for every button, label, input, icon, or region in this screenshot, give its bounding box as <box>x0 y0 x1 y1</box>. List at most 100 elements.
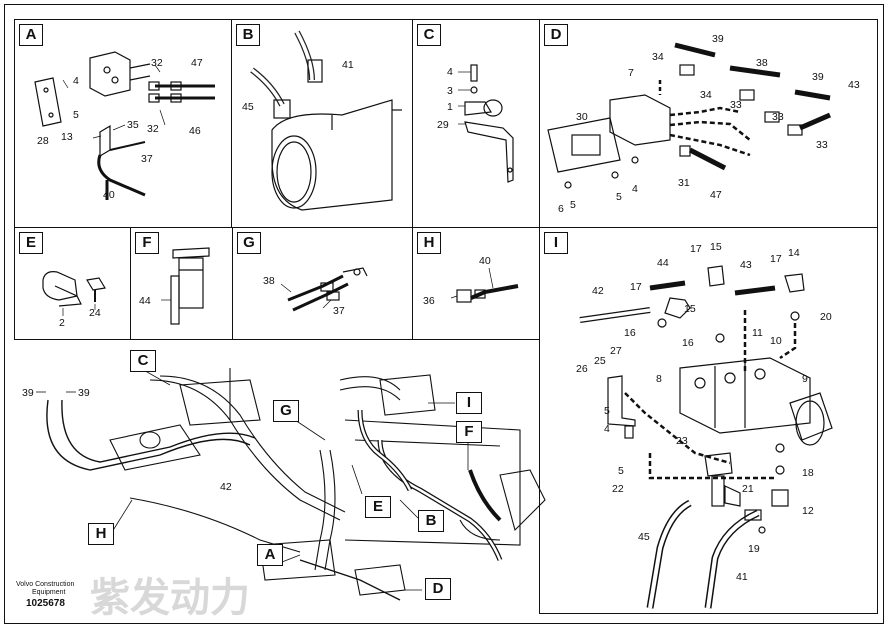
part-label: 4 <box>73 75 79 87</box>
panel-b-drawing: 41 45 <box>242 30 402 211</box>
part-label: 13 <box>61 131 73 143</box>
part-label: 33 <box>816 139 828 151</box>
part-label: 12 <box>802 505 814 517</box>
part-label: 10 <box>770 335 782 347</box>
part-label: 39 <box>712 33 724 45</box>
part-label: 16 <box>624 327 636 339</box>
part-label: 45 <box>638 531 650 543</box>
part-label: 47 <box>710 189 722 201</box>
callout-f: F <box>456 421 482 443</box>
panel-letter: E <box>19 232 43 254</box>
part-label: 40 <box>479 255 491 267</box>
panel-letter: G <box>237 232 261 254</box>
panel-f-drawing: 44 <box>139 247 210 325</box>
panel-letter: A <box>19 24 43 46</box>
part-label: 35 <box>127 119 139 131</box>
part-label: 43 <box>848 79 860 91</box>
company-line-1: Volvo Construction <box>16 581 75 588</box>
part-label: 45 <box>242 101 254 113</box>
part-label: 47 <box>191 57 203 69</box>
part-label: 9 <box>802 373 808 385</box>
callout-b: B <box>418 510 444 532</box>
part-label: 41 <box>342 59 354 71</box>
panel-i: I <box>539 227 878 614</box>
panel-letter: B <box>236 24 260 46</box>
panel-letter: D <box>544 24 568 46</box>
panel-e: E 2 24 <box>14 227 131 340</box>
part-label: 5 <box>618 465 624 477</box>
part-label: 42 <box>592 285 604 297</box>
part-label: 46 <box>189 125 201 137</box>
part-label: 38 <box>263 275 275 287</box>
part-label: 19 <box>748 543 760 555</box>
part-label: 36 <box>423 295 435 307</box>
part-label: 44 <box>657 257 669 269</box>
part-label: 32 <box>147 123 159 135</box>
part-label: 16 <box>682 337 694 349</box>
part-label: 4 <box>604 423 610 435</box>
part-label: 11 <box>752 327 763 339</box>
part-label: 33 <box>730 99 742 111</box>
panel-i-drawing: 17 15 44 43 17 14 42 17 15 16 20 16 11 1… <box>576 241 833 609</box>
part-label: 8 <box>656 373 662 385</box>
part-label: 39 <box>22 387 34 399</box>
part-label: 23 <box>676 435 688 447</box>
panel-letter: F <box>135 232 159 254</box>
panel-h-drawing: 40 36 <box>423 255 519 307</box>
part-label: 5 <box>604 405 610 417</box>
panel-d-drawing: 39 34 38 7 39 43 34 33 30 33 33 31 4 5 4… <box>547 33 860 215</box>
part-label: 32 <box>151 57 163 69</box>
part-label: 20 <box>820 311 832 323</box>
callout-h: H <box>88 523 114 545</box>
part-label: 40 <box>103 189 115 201</box>
part-label: 42 <box>220 481 232 493</box>
panel-a-drawing: 47 32 5 4 28 35 13 32 46 37 40 <box>34 51 215 201</box>
part-label: 17 <box>630 281 642 293</box>
part-label: 15 <box>710 241 722 253</box>
part-label: 39 <box>78 387 90 399</box>
part-label: 5 <box>73 109 79 121</box>
panel-a: A <box>14 19 232 228</box>
panel-g: G 38 37 <box>232 227 413 340</box>
drawing-frame <box>4 4 884 624</box>
callout-c: C <box>130 350 156 372</box>
panel-d: D 39 34 38 7 39 43 34 33 <box>539 19 878 228</box>
part-label: 25 <box>594 355 606 367</box>
panel-letter: C <box>417 24 441 46</box>
part-label: 37 <box>141 153 153 165</box>
part-label: 17 <box>770 253 782 265</box>
part-label: 43 <box>740 259 752 271</box>
part-label: 17 <box>690 243 702 255</box>
part-label: 44 <box>139 295 151 307</box>
part-label: 26 <box>576 363 588 375</box>
part-label: 5 <box>616 191 622 203</box>
part-label: 30 <box>576 111 588 123</box>
part-label: 3 <box>447 85 453 97</box>
callout-d: D <box>425 578 451 600</box>
part-label: 15 <box>684 303 696 315</box>
part-label: 33 <box>772 111 784 123</box>
part-label: 4 <box>447 66 453 78</box>
callout-g: G <box>273 400 299 422</box>
part-label: 2 <box>59 317 65 329</box>
panel-letter: I <box>544 232 568 254</box>
part-label: 27 <box>610 345 622 357</box>
part-label: 31 <box>678 177 690 189</box>
part-label: 37 <box>333 305 345 317</box>
part-label: 18 <box>802 467 814 479</box>
part-label: 24 <box>89 307 101 319</box>
part-label: 14 <box>788 247 800 259</box>
part-label: 38 <box>756 57 768 69</box>
part-label: 29 <box>437 119 449 131</box>
panel-b: B 41 45 <box>231 19 413 228</box>
part-label: 34 <box>652 51 664 63</box>
company-line-2: Equipment <box>32 589 66 596</box>
panel-letter: H <box>417 232 441 254</box>
part-label: 5 <box>570 199 576 211</box>
part-label: 28 <box>37 135 49 147</box>
part-label: 39 <box>812 71 824 83</box>
panel-g-drawing: 38 37 <box>263 267 368 317</box>
panel-h: H 40 36 <box>412 227 540 340</box>
panel-e-drawing: 2 24 <box>42 271 106 329</box>
